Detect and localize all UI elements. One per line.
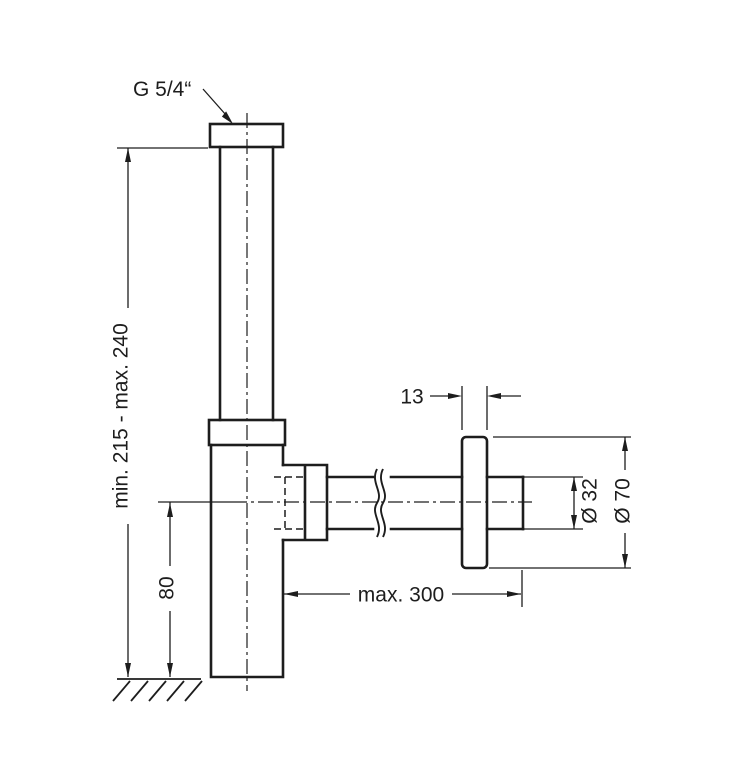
dim-height-range: min. 215 - max. 240 (110, 147, 208, 677)
wall-flange-rosette (460, 435, 489, 570)
thread-callout: G 5/4“ (133, 78, 233, 124)
horizontal-pipe (325, 475, 525, 531)
leader-arrow (221, 111, 233, 124)
dim-height-range-text: min. 215 - max. 240 (110, 323, 133, 509)
dim-base-height-text: 80 (156, 576, 179, 599)
thread-label: G 5/4“ (133, 78, 191, 101)
riser-tube (218, 145, 275, 422)
siphon-component (207, 122, 525, 679)
ground-hatching (112, 680, 203, 702)
dim-pipe-diameter: Ø 32 (523, 476, 602, 530)
dim-flange-thickness: 13 (400, 386, 521, 430)
dim-max-reach: max. 300 (284, 570, 523, 607)
outlet-stub-and-nut (281, 463, 329, 542)
pipe-break-symbol (374, 468, 386, 538)
body-collar-ring (207, 418, 287, 447)
ground-symbol (112, 678, 203, 702)
dim-flange-diameter-text: Ø 70 (612, 478, 635, 524)
trap-body-cup (209, 443, 285, 679)
dim-max-reach-text: max. 300 (358, 584, 444, 607)
dim-pipe-diameter-text: Ø 32 (579, 478, 602, 524)
centerlines (232, 113, 532, 691)
dim-flange-thickness-text: 13 (400, 386, 423, 409)
dim-base-height: 80 (156, 501, 232, 677)
top-thread-nut (208, 122, 285, 149)
dim-flange-diameter: Ø 70 (489, 436, 635, 569)
hidden-pipe-lines (274, 476, 305, 530)
